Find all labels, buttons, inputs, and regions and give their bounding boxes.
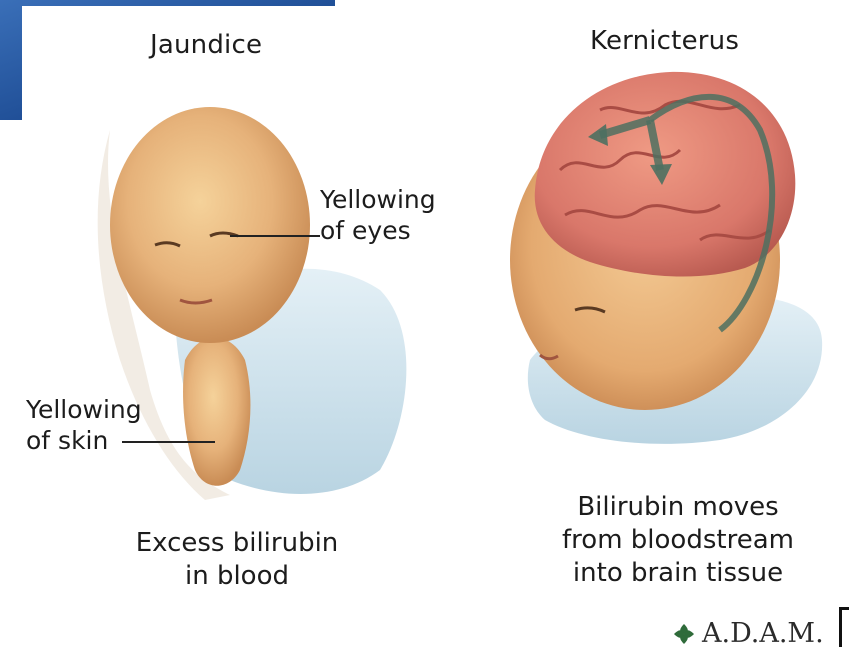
title-jaundice: Jaundice (150, 30, 262, 60)
caption-right-line-2: from bloodstream (528, 524, 828, 557)
title-kernicterus: Kernicterus (590, 26, 739, 56)
adam-brand: A.D.A.M. (670, 618, 824, 649)
caption-right-line-3: into brain tissue (528, 557, 828, 590)
label-eyes-line-1: Yellowing (320, 184, 436, 215)
label-eyes-line-2: of eyes (320, 215, 436, 246)
label-yellowing-eyes: Yellowing of eyes (320, 184, 436, 246)
label-skin-line-2: of skin (26, 425, 142, 456)
caption-left-line-2: in blood (112, 560, 362, 593)
baby-head-left (110, 107, 310, 343)
caption-kernicterus: Bilirubin moves from bloodstream into br… (528, 491, 828, 590)
leaf-icon (670, 620, 698, 648)
caption-jaundice: Excess bilirubin in blood (112, 527, 362, 593)
arm-shape (183, 338, 250, 486)
label-yellowing-skin: Yellowing of skin (26, 394, 142, 456)
caption-left-line-1: Excess bilirubin (112, 527, 362, 560)
label-skin-line-1: Yellowing (26, 394, 142, 425)
caption-right-line-1: Bilirubin moves (528, 491, 828, 524)
brand-name: A.D.A.M. (702, 618, 824, 649)
